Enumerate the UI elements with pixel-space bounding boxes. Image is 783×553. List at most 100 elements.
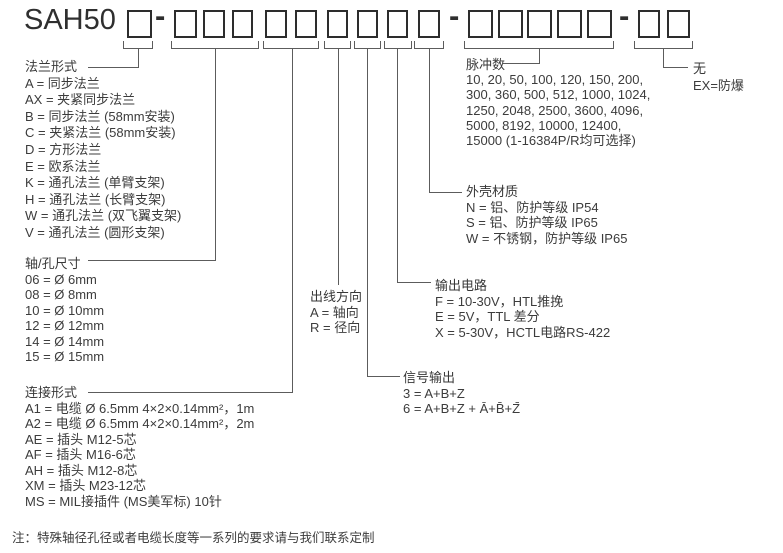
section-housing: 外壳材质 N = 铝、防护等级 IP54 S = 铝、防护等级 IP65 W =…: [466, 184, 627, 246]
list-item: V = 通孔法兰 (圆形支架): [25, 224, 165, 240]
list-item: X = 5-30V，HCTL电路RS-422: [435, 324, 611, 340]
list-item: S = 铝、防护等级 IP65: [466, 215, 598, 230]
leader-connection: [88, 392, 293, 393]
leader-direction: [338, 48, 339, 285]
section-direction-title: 出线方向: [310, 289, 363, 304]
bracket-circuit: [384, 48, 412, 49]
section-shaft-title: 轴/孔尺寸: [25, 256, 81, 271]
bracket-shaft: [258, 41, 259, 48]
list-item: EX=防爆: [693, 78, 744, 93]
list-item: XM = 插头 M23-12芯: [25, 478, 147, 493]
leader-shaft: [88, 260, 216, 261]
code-box-flange: [127, 10, 152, 38]
bracket-signal: [380, 41, 381, 48]
code-box-direction: [327, 10, 348, 38]
leader-explosion: [663, 48, 664, 68]
code-box-circuit: [387, 10, 408, 38]
code-box-connection-1: [265, 10, 287, 38]
bracket-flange: [123, 41, 124, 48]
list-item: N = 铝、防护等级 IP54: [466, 199, 599, 215]
bracket-housing: [414, 41, 415, 48]
bracket-pulses: [464, 41, 465, 48]
list-item: 6 = A+B+Z + Ā+B̄+Z̄: [403, 401, 521, 416]
model-prefix: SAH50: [24, 4, 116, 36]
bracket-housing: [443, 41, 444, 48]
bracket-flange: [152, 41, 153, 48]
leader-signal: [367, 48, 368, 376]
bracket-explosion: [634, 41, 635, 48]
list-item: F = 10-30V，HTL推挽: [435, 293, 564, 309]
pulse-values-line: 1250, 2048, 2500, 3600, 4096,: [466, 102, 644, 118]
code-box-pulses-3: [527, 10, 552, 38]
leader-pulses: [503, 63, 540, 64]
list-item: 10 = Ø 10mm: [25, 302, 105, 318]
list-item: D = 方形法兰: [25, 141, 102, 157]
leader-housing: [429, 192, 462, 193]
section-connection: 连接形式 A1 = 电缆 Ø 6.5mm 4×2×0.14mm²，1m A2 =…: [25, 385, 254, 509]
pulse-values-line: 5000, 8192, 10000, 12400,: [466, 117, 622, 133]
section-circuit-title: 输出电路: [435, 278, 488, 293]
section-explosion-title: 无: [693, 61, 707, 76]
list-item: 3 = A+B+Z: [403, 385, 465, 401]
section-direction: 出线方向 A = 轴向 R = 径向: [310, 289, 362, 336]
code-box-connection-2: [295, 10, 317, 38]
code-box-shaft-1: [174, 10, 197, 38]
section-signal-title: 信号输出: [403, 370, 456, 385]
pulse-values-line: 10, 20, 50, 100, 120, 150, 200,: [466, 72, 644, 88]
code-box-explosion-2: [667, 10, 690, 38]
list-item: 15 = Ø 15mm: [25, 349, 105, 364]
footnote: 注：特殊轴径孔径或者电缆长度等一系列的要求请与我们联系定制: [12, 531, 375, 545]
list-item: 08 = Ø 8mm: [25, 287, 97, 302]
list-item: AE = 插头 M12-5芯: [25, 431, 137, 447]
code-box-pulses-1: [468, 10, 493, 38]
leader-shaft: [215, 48, 216, 261]
section-pulses-title: 脉冲数: [466, 57, 506, 72]
bracket-shaft: [171, 41, 172, 48]
bracket-circuit: [411, 41, 412, 48]
list-item: E = 欧系法兰: [25, 158, 101, 174]
list-item: W = 不锈钢，防护等级 IP65: [466, 230, 628, 246]
section-connection-title: 连接形式: [25, 385, 78, 400]
section-flange: 法兰形式 A = 同步法兰 AX = 夹紧同步法兰 B = 同步法兰 (58mm…: [25, 59, 181, 242]
bracket-pulses: [613, 41, 614, 48]
list-item: K = 通孔法兰 (单臂支架): [25, 175, 165, 191]
list-item: R = 径向: [310, 320, 361, 335]
code-box-shaft-2: [203, 10, 225, 38]
section-pulses: 脉冲数 10, 20, 50, 100, 120, 150, 200, 300,…: [466, 57, 650, 148]
bracket-connection: [318, 41, 319, 48]
list-item: C = 夹紧法兰 (58mm安装): [25, 125, 176, 141]
list-item: AX = 夹紧同步法兰: [25, 92, 136, 108]
bracket-signal: [354, 41, 355, 48]
section-shaft: 轴/孔尺寸 06 = Ø 6mm 08 = Ø 8mm 10 = Ø 10mm …: [25, 256, 104, 365]
list-item: AF = 插头 M16-6芯: [25, 447, 136, 462]
bracket-connection: [263, 41, 264, 48]
leader-pulses: [539, 48, 540, 64]
code-separator: -: [155, 0, 166, 33]
bracket-direction: [324, 48, 351, 49]
code-box-pulses-5: [587, 10, 612, 38]
section-explosion: 无 EX=防爆: [693, 60, 744, 94]
pulse-values-line: 300, 360, 500, 512, 1000, 1024,: [466, 87, 651, 103]
code-box-explosion-1: [638, 10, 660, 38]
section-housing-title: 外壳材质: [466, 184, 519, 199]
code-separator: -: [449, 0, 460, 33]
section-flange-title: 法兰形式: [25, 59, 78, 74]
bracket-direction: [324, 41, 325, 48]
list-item: 14 = Ø 14mm: [25, 333, 105, 349]
code-separator: -: [619, 0, 630, 33]
bracket-explosion: [692, 41, 693, 48]
list-item: A1 = 电缆 Ø 6.5mm 4×2×0.14mm²，1m: [25, 400, 255, 416]
section-circuit: 输出电路 F = 10-30V，HTL推挽 E = 5V，TTL 差分 X = …: [435, 278, 610, 340]
list-item: W = 通孔法兰 (双飞翼支架): [25, 208, 182, 224]
list-item: 12 = Ø 12mm: [25, 318, 105, 333]
list-item: A = 轴向: [310, 304, 359, 320]
leader-flange: [138, 48, 139, 68]
leader-flange: [88, 67, 139, 68]
code-box-shaft-3: [232, 10, 253, 38]
leader-circuit: [397, 48, 398, 283]
list-item: 06 = Ø 6mm: [25, 271, 97, 287]
leader-explosion: [663, 67, 688, 68]
list-item: AH = 插头 M12-8芯: [25, 462, 138, 478]
code-box-signal: [357, 10, 378, 38]
